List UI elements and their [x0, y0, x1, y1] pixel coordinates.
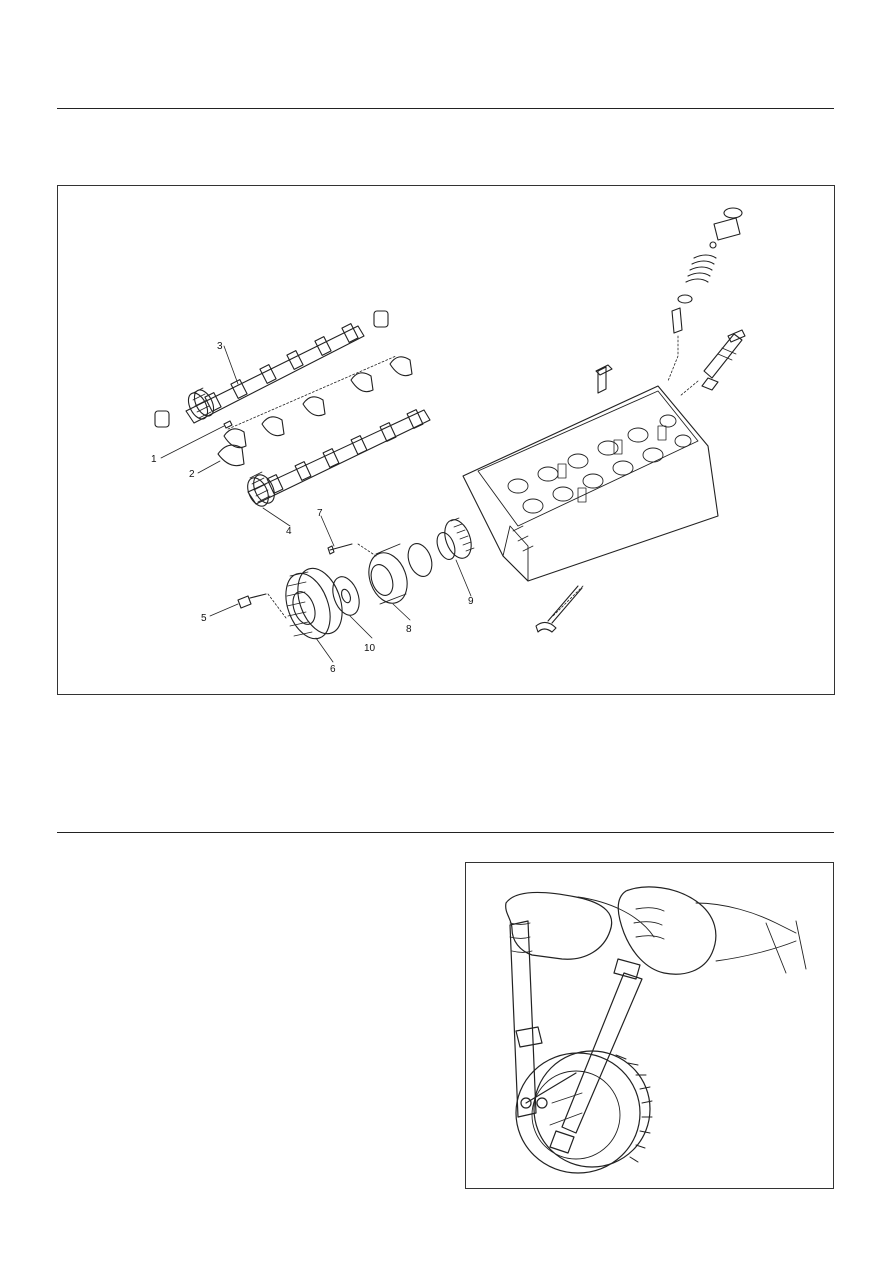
right-hand [617, 886, 717, 975]
left-hand [505, 891, 613, 960]
phaser-bolt [327, 543, 353, 555]
upper-camshaft [185, 323, 365, 424]
holding-wrench [509, 920, 577, 1118]
bearing-caps [223, 355, 413, 449]
callout-leaders [160, 345, 472, 663]
cam-seal-right [373, 310, 389, 328]
pulley-removal-figure [465, 862, 834, 1189]
callout-7: 7 [317, 508, 323, 519]
dowel-pin [223, 420, 233, 429]
intake-valve [535, 585, 584, 633]
spark-plug [679, 329, 746, 397]
exploded-view-figure: 1 2 3 4 5 6 7 8 9 10 [57, 185, 835, 695]
head-bolt [595, 364, 613, 394]
callout-1: 1 [151, 454, 157, 465]
cam-seal-left [154, 410, 170, 428]
cam-phaser [368, 543, 408, 605]
section-rule [57, 832, 834, 833]
exploded-view-drawing: 1 2 3 4 5 6 7 8 9 10 [151, 207, 746, 675]
valve-spring-assembly [667, 207, 743, 382]
callout-10: 10 [364, 643, 376, 654]
washer [332, 576, 360, 616]
lower-camshaft [247, 409, 431, 507]
callout-5: 5 [201, 613, 207, 624]
callout-3: 3 [217, 341, 223, 352]
callout-6: 6 [330, 664, 336, 675]
bearing-cap-front [217, 444, 245, 467]
callout-2: 2 [189, 469, 195, 480]
seal-ring [407, 543, 433, 577]
socket-wrench [549, 958, 643, 1154]
cylinder-head [462, 385, 719, 582]
top-rule [57, 108, 834, 109]
callout-9: 9 [468, 596, 474, 607]
pulley-bolt [237, 593, 267, 609]
camshaft-sprocket [436, 517, 475, 560]
callout-8: 8 [406, 624, 412, 635]
pulley-removal-drawing [505, 886, 807, 1174]
timing-pulley [285, 567, 343, 640]
callout-4: 4 [286, 526, 292, 537]
